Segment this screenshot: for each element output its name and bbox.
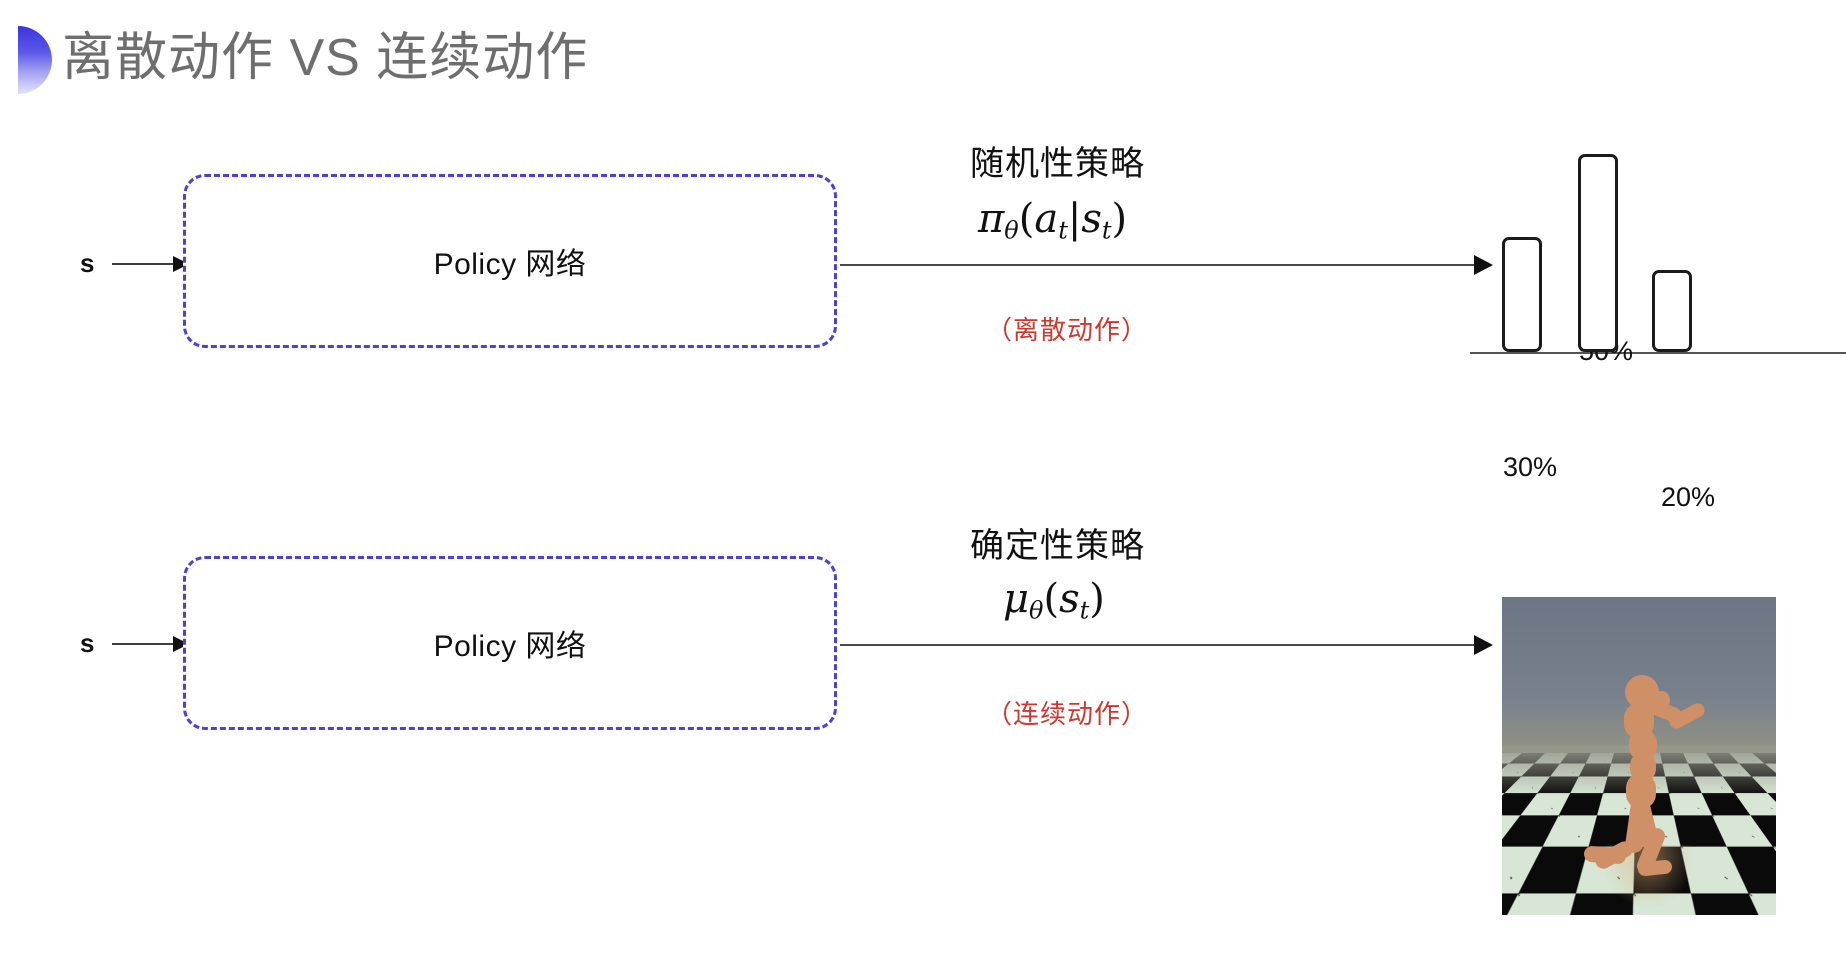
bar-value-0: 30% (1502, 452, 1558, 482)
formula-action-subscript: t (1058, 216, 1068, 245)
formula-paren-open-2: ( (1043, 576, 1060, 622)
formula-subscript-theta-2: θ (1029, 596, 1044, 625)
action-type-continuous: （连续动作） (986, 699, 1149, 729)
policy-network-label-discrete: Policy 网络 (433, 248, 587, 281)
continuous-action-row: s Policy 网络 确定性策略 μθ(st) （连续动作） (0, 460, 1846, 966)
formula-paren-close: ) (1111, 196, 1128, 242)
formula-symbol-mu: μ (1003, 576, 1029, 622)
policy-network-box-continuous[interactable]: Policy 网络 (183, 556, 837, 730)
state-input-arrow-discrete (112, 256, 189, 272)
discrete-action-row: s Policy 网络 随机性策略 πθ(at|st) （离散动作） 30% 上… (0, 0, 1846, 651)
bar-value-2: 20% (1660, 482, 1716, 512)
table-row[interactable] (1652, 270, 1692, 352)
policy-network-box-discrete[interactable]: Policy 网络 (183, 174, 837, 348)
action-probability-bar-chart: 30% 上 50% 停 20% 下 (1462, 96, 1846, 651)
humanoid-hand (1654, 691, 1670, 709)
humanoid-simulation-image (1502, 597, 1776, 915)
policy-output-arrow-continuous (840, 635, 1493, 655)
policy-output-arrow-discrete (840, 255, 1493, 275)
state-label-discrete: s (80, 248, 95, 278)
formula-state-subscript-2: t (1079, 596, 1090, 625)
policy-network-label-continuous: Policy 网络 (433, 630, 587, 663)
formula-action-symbol: a (1034, 196, 1059, 242)
policy-kind-stochastic: 随机性策略 (970, 145, 1145, 183)
policy-formula-deterministic: μθ(st) (1003, 576, 1105, 625)
formula-state-symbol: s (1081, 196, 1102, 242)
table-row[interactable] (1578, 154, 1618, 352)
policy-formula-stochastic: πθ(at|st) (978, 196, 1127, 245)
formula-symbol-pi: π (978, 196, 1005, 242)
table-row[interactable] (1502, 237, 1542, 352)
chart-axis-line (1470, 352, 1846, 354)
humanoid-foot-back (1583, 845, 1627, 865)
state-input-arrow-continuous (112, 636, 189, 652)
formula-paren-open: ( (1018, 196, 1035, 242)
formula-paren-close-2: ) (1089, 576, 1105, 622)
state-label-continuous: s (80, 628, 95, 658)
action-type-discrete: （离散动作） (986, 315, 1149, 345)
formula-conditional-bar: | (1067, 196, 1082, 242)
formula-state-subscript: t (1101, 216, 1112, 245)
formula-subscript-theta: θ (1004, 216, 1019, 245)
policy-kind-deterministic: 确定性策略 (970, 527, 1145, 565)
formula-state-symbol-2: s (1059, 576, 1080, 622)
page-title: 离散动作 VS 连续动作 (62, 29, 589, 87)
